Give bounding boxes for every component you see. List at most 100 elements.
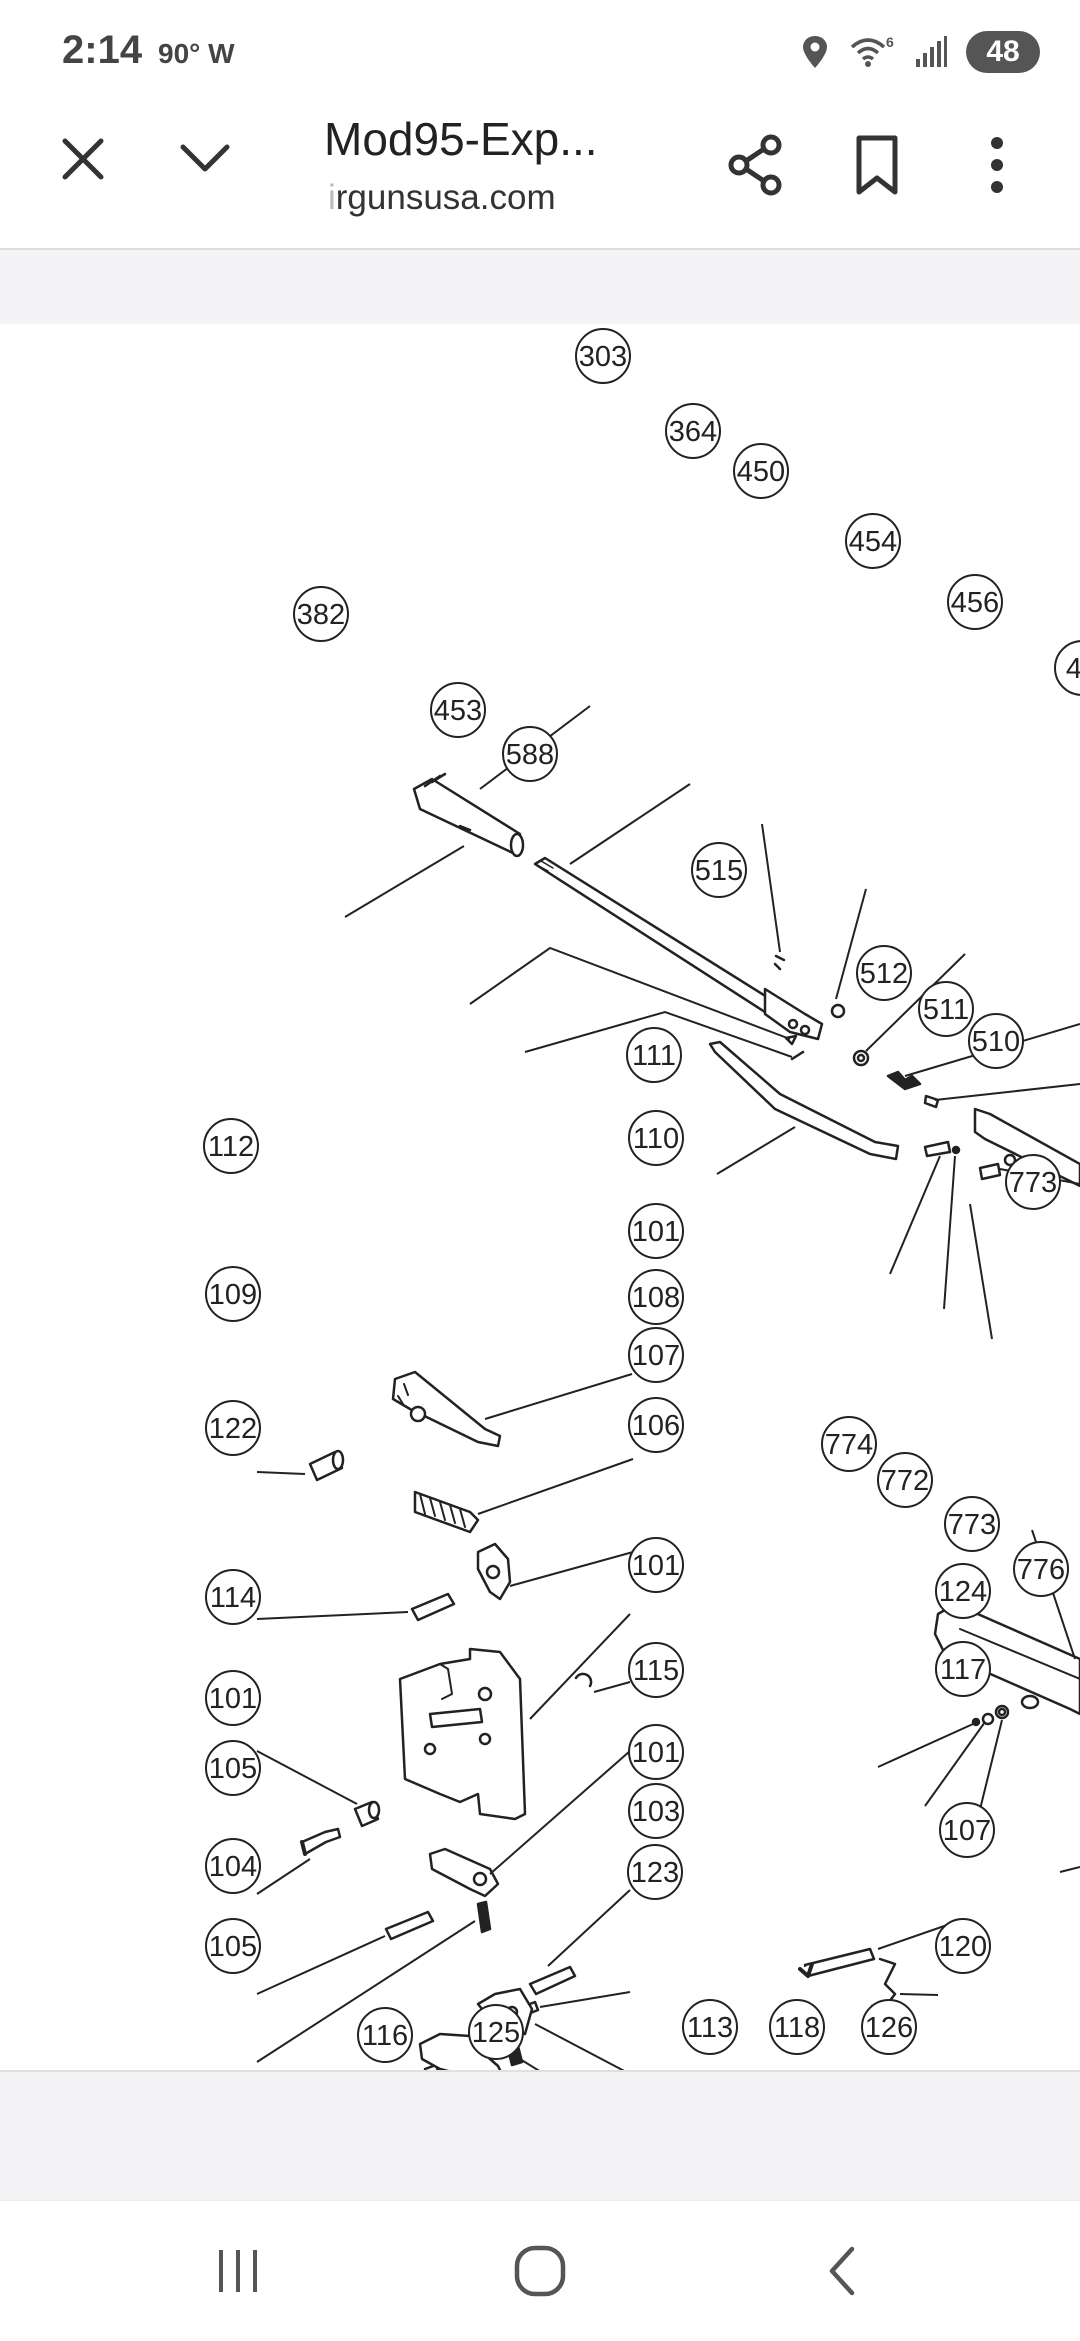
callout-circle <box>628 1724 684 1780</box>
callout-circle <box>468 2004 524 2060</box>
recent-apps-button[interactable] <box>178 2221 298 2321</box>
callout-label: 115 <box>633 1655 679 1687</box>
callout-label: 511 <box>923 994 969 1026</box>
callout-circle <box>821 1416 877 1472</box>
callout-109: 109 <box>205 1266 261 1322</box>
part-101-pin-c <box>528 1965 577 1996</box>
callout-circle <box>357 2007 413 2063</box>
callout-circle <box>205 1838 261 1894</box>
callout-circle <box>205 1918 261 1974</box>
part-115-spring <box>476 1900 492 1934</box>
callout-circle <box>939 1802 995 1858</box>
callout-label: 105 <box>209 1753 257 1785</box>
callout-label: 303 <box>579 341 627 373</box>
wifi-6-icon: 6 <box>850 34 894 67</box>
back-button[interactable] <box>782 2221 902 2321</box>
callout-label: 116 <box>362 2020 408 2052</box>
signal-icon <box>916 36 947 67</box>
callout-101: 101 <box>628 1724 684 1780</box>
callout-circle <box>944 1496 1000 1552</box>
document-viewer[interactable]: 3033644504544564538245358851551251151011… <box>0 324 1080 2070</box>
status-temperature: 90° W <box>158 38 235 70</box>
callout-circle <box>293 586 349 642</box>
callout-circle <box>935 1918 991 1974</box>
part-108-plate <box>398 1647 527 1821</box>
callout-107: 107 <box>939 1802 995 1858</box>
bookmark-icon <box>856 135 898 195</box>
callout-circle <box>918 981 974 1037</box>
part-114-screw <box>300 1827 342 1856</box>
callout-117: 117 <box>935 1641 991 1697</box>
callout-circle <box>1013 1541 1069 1597</box>
callout-circle <box>628 1397 684 1453</box>
callout-label: 454 <box>849 526 897 558</box>
browser-toolbar: Mod95-Exp... irgunsusa.com <box>0 100 1080 250</box>
callout-776: 776 <box>1013 1541 1069 1597</box>
callout-113: 113 <box>682 1999 738 2055</box>
callout-105: 105 <box>205 1918 261 1974</box>
callout-120: 120 <box>935 1918 991 1974</box>
callout-label: 364 <box>669 416 717 448</box>
home-button[interactable] <box>480 2221 600 2321</box>
callout-453: 453 <box>430 682 486 738</box>
callout-circle <box>935 1563 991 1619</box>
callout-label: 126 <box>865 2012 913 2044</box>
callout-label: 112 <box>208 1131 254 1163</box>
callout-118: 118 <box>769 1999 825 2055</box>
callout-101: 101 <box>205 1670 261 1726</box>
part-111-sear <box>391 1370 502 1448</box>
callout-115: 115 <box>628 1642 684 1698</box>
callout-126: 126 <box>861 1999 917 2055</box>
part-107-clip <box>574 1672 593 1688</box>
callout-124: 124 <box>935 1563 991 1619</box>
callout-circle <box>575 328 631 384</box>
callout-label: 772 <box>881 1465 929 1497</box>
part-breech-block <box>763 987 824 1041</box>
callout-123: 123 <box>627 1844 683 1900</box>
callout-circle <box>845 513 901 569</box>
callout-101: 101 <box>628 1537 684 1593</box>
callout-label: 114 <box>210 1582 256 1614</box>
callout-circle <box>733 443 789 499</box>
minimize-button[interactable] <box>160 114 250 204</box>
callout-circle <box>626 1027 682 1083</box>
callout-label: 773 <box>948 1509 996 1541</box>
part-515-lever <box>708 1040 900 1161</box>
callout-circle <box>935 1641 991 1697</box>
callout-101: 101 <box>628 1203 684 1259</box>
more-options-button[interactable] <box>952 120 1042 210</box>
callout-110: 110 <box>628 1110 684 1166</box>
callout-774: 774 <box>821 1416 877 1472</box>
part-450-pin <box>774 954 786 962</box>
part-512-pin <box>923 1140 952 1158</box>
callout-122: 122 <box>205 1400 261 1456</box>
callout-circle <box>1005 1154 1061 1210</box>
callout-label: 107 <box>632 1340 680 1372</box>
close-button[interactable] <box>38 114 128 204</box>
callout-circle <box>968 1013 1024 1069</box>
callout-515: 515 <box>691 842 747 898</box>
callout-773: 773 <box>1005 1154 1061 1210</box>
battery-icon: 48 <box>966 31 1040 73</box>
callout-circle <box>502 726 558 782</box>
part-106-lever <box>428 1847 500 1898</box>
callout-label: 120 <box>939 1931 987 1963</box>
callout-label: 776 <box>1017 1554 1065 1586</box>
part-303-muzzle <box>412 777 522 856</box>
callout-circle <box>628 1269 684 1325</box>
callout-450: 450 <box>733 443 789 499</box>
callout-circle <box>628 1110 684 1166</box>
back-icon <box>829 2246 855 2296</box>
bookmark-button[interactable] <box>832 120 922 210</box>
share-button[interactable] <box>710 120 800 210</box>
callout-label: 109 <box>209 1279 257 1311</box>
callout-104: 104 <box>205 1838 261 1894</box>
callout-circle <box>856 945 912 1001</box>
callout-label: 118 <box>774 2012 820 2044</box>
system-navigation-bar <box>0 2200 1080 2341</box>
page-title: Mod95-Exp... <box>324 113 598 165</box>
callout-454: 454 <box>845 513 901 569</box>
status-time: 2:14 <box>62 28 143 72</box>
callout-label: 124 <box>939 1576 987 1608</box>
part-588-pin <box>790 1050 805 1061</box>
